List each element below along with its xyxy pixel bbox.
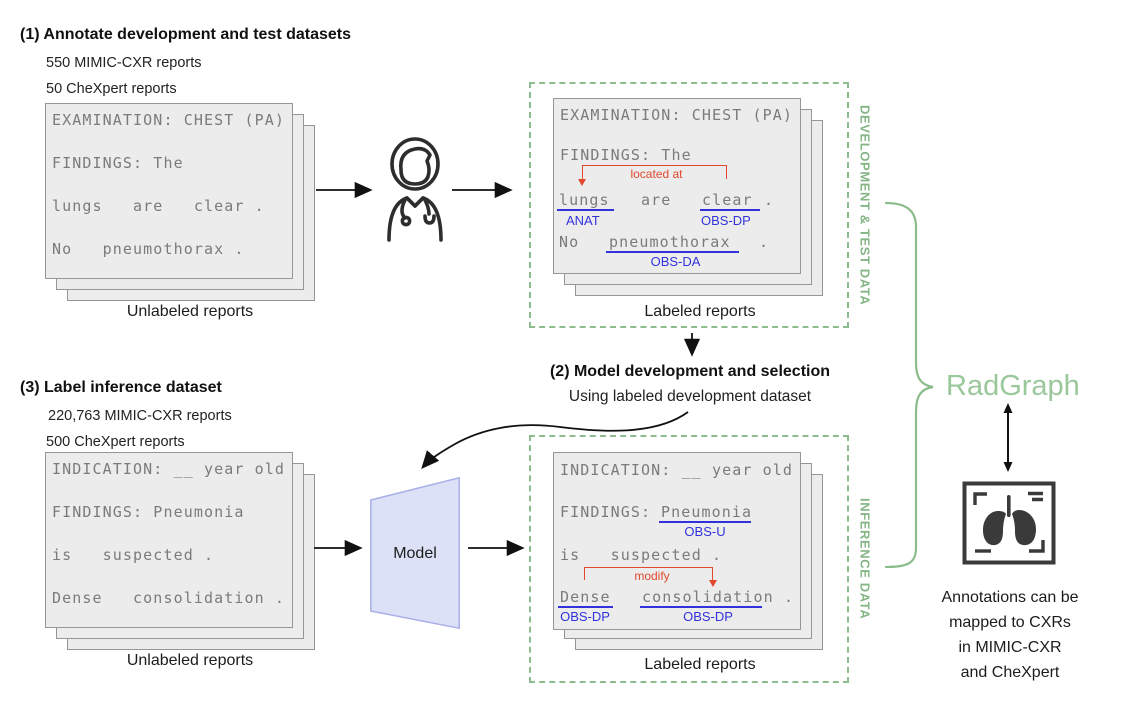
report-line: FINDINGS: The (560, 146, 692, 164)
unlabeled-reports-caption-top: Unlabeled reports (126, 303, 254, 320)
report-word: pneumothorax (609, 233, 731, 251)
report-word: Dense (560, 588, 611, 606)
clinician-icon (381, 136, 449, 242)
report-line: FINDINGS: The (52, 154, 184, 172)
report-word: are (641, 191, 672, 209)
entity-underline (606, 251, 739, 253)
xray-caption-line: mapped to CXRs (949, 614, 1071, 631)
relation-arrowhead (709, 580, 717, 587)
relation-arrowhead (578, 179, 586, 186)
xray-caption-line: and CheXpert (960, 664, 1060, 681)
report-word: Pneumonia (661, 503, 753, 521)
step1-title: (1) Annotate development and test datase… (20, 26, 352, 43)
relation-label: located at (630, 167, 683, 181)
arrow-radgraph-to-xray (1003, 403, 1013, 472)
report-word: FINDINGS: (560, 503, 652, 521)
report-line: No pneumothorax . (52, 240, 245, 258)
entity-underline (640, 606, 762, 608)
inference-dashed-box (529, 435, 849, 683)
inference-side-label: INFERENCE DATA (857, 498, 873, 620)
step3-title: (3) Label inference dataset (20, 379, 222, 396)
step2-subtitle: Using labeled development dataset (568, 388, 812, 405)
report-line: INDICATION: __ year old (52, 460, 286, 478)
labeled-report-bottom: INDICATION: __ year old FINDINGS: Pneumo… (553, 452, 801, 630)
report-line: lungs are clear . (52, 197, 265, 215)
report-word: . (759, 233, 770, 251)
unlabeled-reports-caption-bottom: Unlabeled reports (126, 652, 254, 669)
report-line: EXAMINATION: CHEST (PA) (560, 106, 794, 124)
entity-underline (558, 606, 613, 608)
report-line: is suspected . (52, 546, 215, 564)
report-word: No (559, 233, 580, 251)
entity-tag: OBS-DP (683, 609, 733, 624)
report-word: lungs (559, 191, 610, 209)
model-block: Model (370, 477, 460, 629)
step2-title: (2) Model development and selection (549, 363, 831, 380)
radgraph-title: RadGraph (946, 370, 1080, 402)
report-word: . (764, 191, 775, 209)
xray-caption-line: in MIMIC-CXR (958, 639, 1062, 656)
xray-caption: Annotations can be mapped to CXRs in MIM… (919, 585, 1101, 685)
labeled-reports-caption-top: Labeled reports (644, 303, 756, 320)
report-word: clear (702, 191, 753, 209)
dev-test-side-label: DEVELOPMENT & TEST DATA (857, 104, 873, 306)
xray-caption-line: Annotations can be (941, 589, 1079, 606)
report-word: . (784, 588, 795, 606)
model-label: Model (393, 545, 437, 562)
entity-tag: OBS-DP (701, 213, 751, 228)
entity-underline (700, 209, 760, 211)
step3-count-chexpert: 500 CheXpert reports (46, 434, 185, 450)
model-trapezoid (370, 477, 460, 629)
entity-underline (557, 209, 614, 211)
unlabeled-report-bottom: INDICATION: __ year old FINDINGS: Pneumo… (45, 452, 293, 628)
entity-underline (659, 521, 751, 523)
chest-xray-icon (962, 481, 1056, 565)
report-line: INDICATION: __ year old (560, 461, 794, 479)
entity-tag: OBS-DP (560, 609, 610, 624)
labeled-reports-caption-bottom: Labeled reports (644, 656, 756, 673)
entity-tag: OBS-U (684, 524, 726, 539)
labeled-report-top: EXAMINATION: CHEST (PA) FINDINGS: The lo… (553, 98, 801, 274)
step3-count-mimic: 220,763 MIMIC-CXR reports (48, 408, 232, 424)
unlabeled-report-top: EXAMINATION: CHEST (PA) FINDINGS: The lu… (45, 103, 293, 279)
relation-bracket-located-at (582, 165, 727, 179)
report-line: is suspected . (560, 546, 723, 564)
relation-label: modify (634, 569, 670, 583)
entity-tag: OBS-DA (650, 254, 701, 269)
report-line: FINDINGS: Pneumonia (52, 503, 245, 521)
report-word: consolidation (642, 588, 774, 606)
entity-tag: ANAT (566, 213, 600, 228)
dev-test-dashed-box (529, 82, 849, 328)
step1-count-chexpert: 50 CheXpert reports (46, 81, 177, 97)
report-line: EXAMINATION: CHEST (PA) (52, 111, 286, 129)
report-line: Dense consolidation . (52, 589, 286, 607)
relation-bracket-modify (584, 567, 713, 580)
radgraph-brace (884, 201, 934, 569)
step1-count-mimic: 550 MIMIC-CXR reports (46, 55, 202, 71)
